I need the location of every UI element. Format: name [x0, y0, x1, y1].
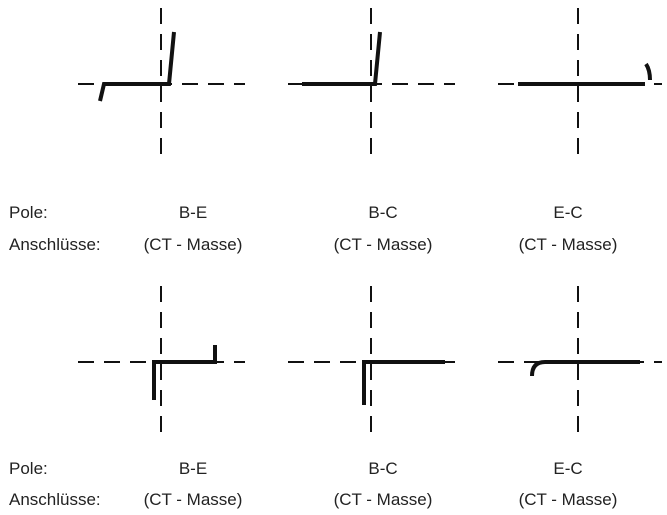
plot-row1-be [78, 8, 245, 160]
row1-pole-ec: E-C [553, 203, 582, 222]
row2-pole-bc: B-C [368, 459, 397, 478]
plot-row2-be [78, 286, 245, 440]
row1-connection-bc: (CT - Masse) [334, 235, 433, 254]
row1-pole-be: B-E [179, 203, 207, 222]
plot-row2-bc [288, 286, 455, 440]
row1-connection-ec: (CT - Masse) [519, 235, 618, 254]
row1-pole-bc: B-C [368, 203, 397, 222]
trace-curve [530, 360, 640, 377]
row1-pole-label: Pole: [9, 203, 48, 222]
trace-curve [362, 360, 445, 405]
row2-connection-bc: (CT - Masse) [334, 490, 433, 509]
plot-row1-bc [288, 8, 455, 160]
plot-row1-ec [498, 8, 662, 160]
trace-curve [302, 31, 382, 86]
trace-curve [152, 345, 217, 400]
trace-curve-tail [644, 62, 652, 81]
row2-connection-label: Anschlüsse: [9, 490, 101, 509]
row1-connection-label: Anschlüsse: [9, 235, 101, 254]
row1-connection-be: (CT - Masse) [144, 235, 243, 254]
plot-row2-ec [498, 286, 662, 440]
row2-connection-ec: (CT - Masse) [519, 490, 618, 509]
row2-connection-be: (CT - Masse) [144, 490, 243, 509]
row2-pole-be: B-E [179, 459, 207, 478]
trace-curve [98, 31, 176, 102]
row2-pole-ec: E-C [553, 459, 582, 478]
row2-pole-label: Pole: [9, 459, 48, 478]
